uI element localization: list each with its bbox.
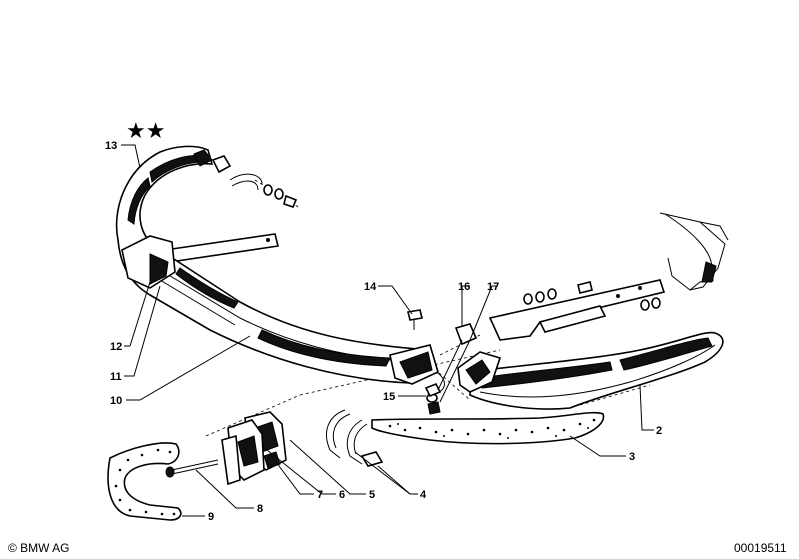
callout-5: 5 [369, 489, 375, 501]
callout-17: 17 [487, 281, 499, 293]
callout-10: 10 [110, 395, 122, 407]
callout-11: 11 [110, 371, 122, 383]
end-seals [326, 409, 384, 467]
callout-16: 16 [458, 281, 470, 293]
callout-15: 15 [383, 391, 395, 403]
callout-6: 6 [339, 489, 345, 501]
callout-4: 4 [420, 489, 427, 501]
bumper-right-assembly [457, 279, 724, 410]
callout-14: 14 [364, 281, 377, 293]
bumper-left-assembly [115, 145, 445, 393]
callout-3: 3 [629, 451, 635, 463]
callout-8: 8 [257, 503, 263, 515]
diagram-number: 00019511 [734, 541, 787, 555]
callout-9: 9 [208, 511, 214, 523]
leader-lines [121, 144, 654, 517]
double-star-marker: ★★ [126, 119, 165, 144]
rubber-strip [371, 411, 605, 445]
callout-7: 7 [317, 489, 323, 501]
bumper-bracket [163, 233, 279, 263]
car-body-outline [659, 212, 729, 291]
end-cap-parts [221, 411, 287, 486]
callout-2: 2 [656, 425, 662, 437]
bumper-support-bracket [488, 279, 666, 341]
callout-12: 12 [110, 341, 122, 353]
rubber-end-cap [107, 442, 219, 521]
copyright-label: © BMW AG [8, 541, 70, 555]
callout-13: 13 [105, 140, 117, 152]
upper-fixing-hardware [193, 149, 298, 208]
